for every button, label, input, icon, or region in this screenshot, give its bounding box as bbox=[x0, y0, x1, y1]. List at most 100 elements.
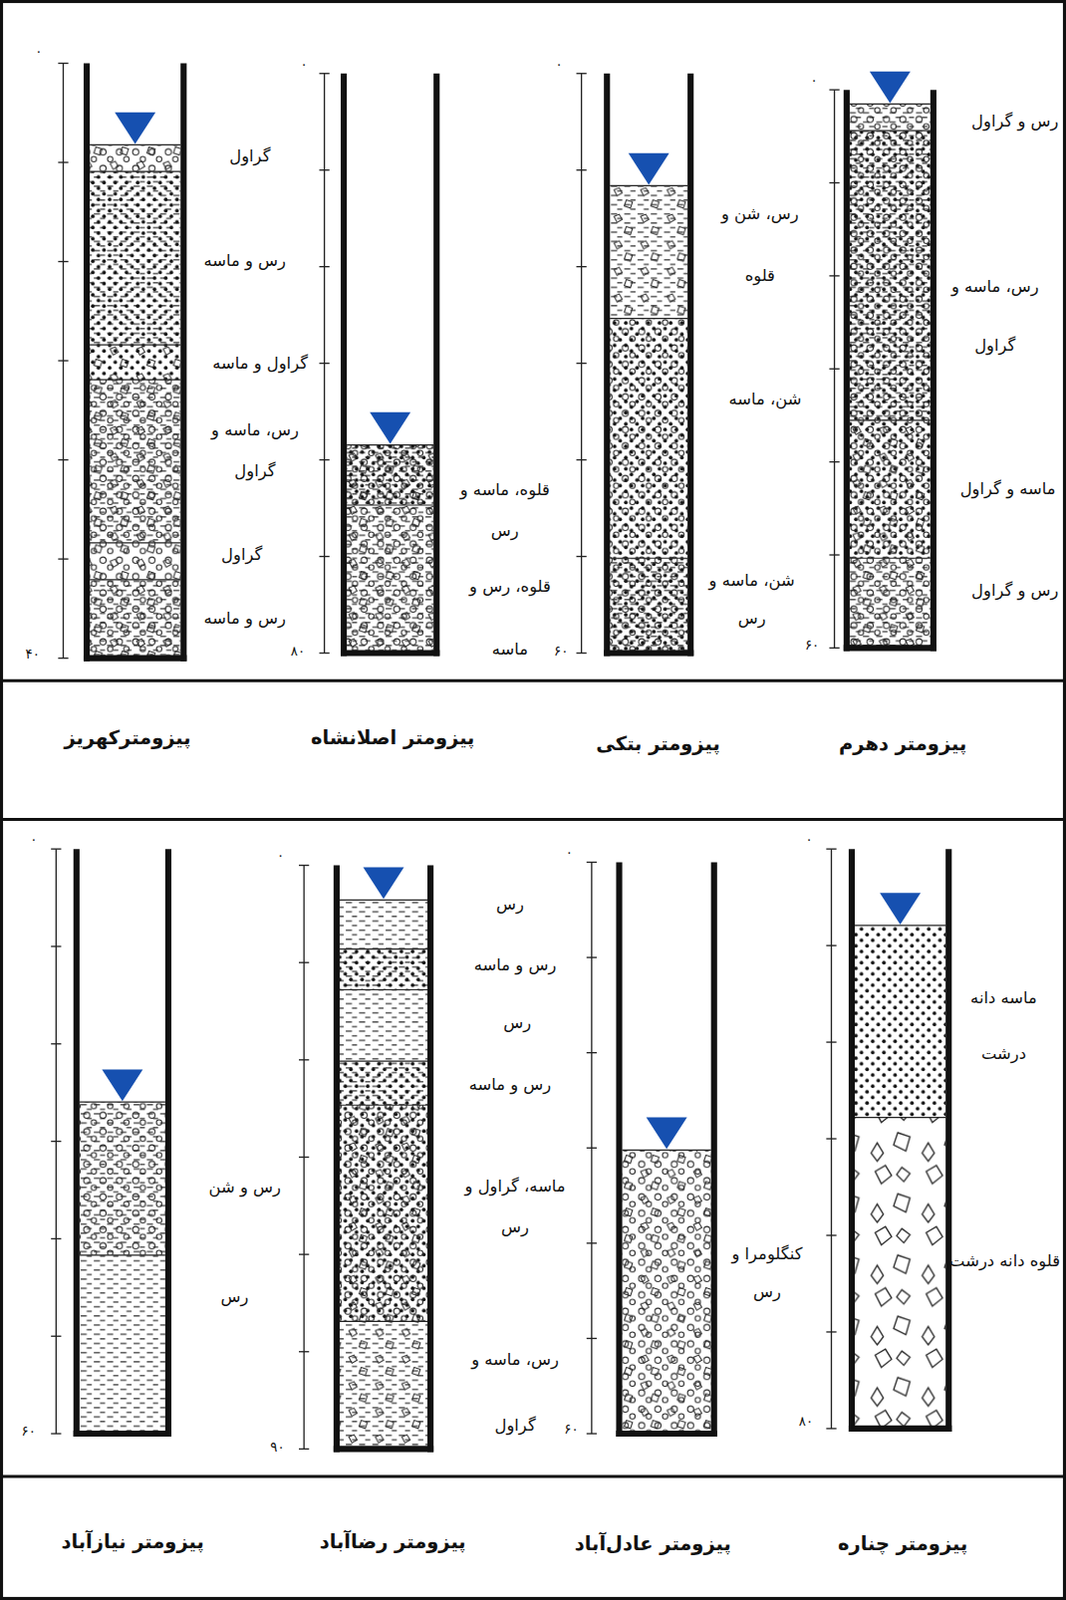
layer-pattern bbox=[849, 420, 931, 558]
layer-pattern bbox=[339, 949, 428, 991]
depth-tick bbox=[586, 1052, 597, 1054]
casing-wall bbox=[165, 848, 172, 1437]
layer-pattern bbox=[89, 144, 181, 172]
lithology-label: رس و ماسه bbox=[203, 607, 286, 627]
layer-boundary bbox=[339, 899, 428, 901]
layer-pattern bbox=[89, 379, 181, 543]
depth-value: ۶۰ bbox=[21, 1422, 36, 1438]
layer-boundary bbox=[89, 578, 181, 580]
layer-pattern bbox=[609, 185, 688, 318]
lithology-label: رس bbox=[221, 1286, 250, 1306]
lithology-label: رس و گراول bbox=[971, 579, 1059, 599]
depth-tick bbox=[576, 652, 587, 654]
layer-pattern bbox=[89, 344, 181, 380]
frame-divider bbox=[0, 1475, 1066, 1479]
depth-value: ۰ bbox=[565, 844, 573, 860]
layer-ground bbox=[346, 445, 434, 506]
depth-tick bbox=[586, 1147, 597, 1149]
layer-pattern bbox=[609, 557, 688, 653]
depth-tick bbox=[828, 553, 839, 555]
layer-ground bbox=[79, 1101, 166, 1256]
layer-boundary bbox=[89, 344, 181, 346]
layer-ground bbox=[339, 1104, 428, 1322]
depth-value: ۹۰ bbox=[269, 1439, 284, 1455]
layer-boundary bbox=[622, 1149, 712, 1151]
layer-boundary bbox=[79, 1101, 166, 1103]
layer-pattern bbox=[849, 557, 931, 648]
depth-tick bbox=[825, 1041, 836, 1043]
depth-value: ۸۰ bbox=[290, 642, 305, 658]
depth-tick bbox=[298, 1253, 309, 1255]
layer-pattern bbox=[89, 344, 181, 380]
depth-tick bbox=[50, 1140, 61, 1142]
layer-ground bbox=[849, 130, 931, 421]
piezometer-caption: پیزومترکهریز bbox=[63, 725, 191, 749]
layer-pattern bbox=[346, 505, 434, 654]
depth-tick bbox=[576, 459, 587, 461]
casing-wall bbox=[73, 848, 80, 1437]
layer-boundary bbox=[89, 144, 181, 146]
layer-boundary bbox=[339, 948, 428, 950]
layer-pattern bbox=[339, 949, 428, 991]
layer-pattern bbox=[339, 1061, 428, 1105]
casing-wall bbox=[340, 73, 347, 657]
layer-pattern bbox=[79, 1101, 166, 1256]
layer-pattern bbox=[849, 420, 931, 558]
piezometer-column bbox=[576, 73, 695, 657]
piezometer-column bbox=[50, 848, 172, 1437]
depth-tick bbox=[576, 555, 587, 557]
depth-tick bbox=[318, 555, 329, 557]
casing-wall bbox=[427, 865, 434, 1453]
layer-pattern bbox=[89, 579, 181, 659]
casing-bottom bbox=[340, 649, 440, 656]
depth-tick bbox=[828, 461, 839, 463]
layer-boundary bbox=[849, 129, 931, 131]
layer-pattern bbox=[339, 899, 428, 949]
lithology-label: قلوه، ماسه و رس bbox=[444, 469, 565, 551]
casing-bottom bbox=[848, 1425, 952, 1432]
depth-tick bbox=[825, 1234, 836, 1236]
layer-ground bbox=[339, 1321, 428, 1449]
piezometer-caption: پیزومتر بتکی bbox=[595, 731, 721, 755]
layer-ground bbox=[89, 579, 181, 659]
lithology-label: ماسه دانه درشت bbox=[946, 969, 1062, 1082]
lithology-label: قلوه، رس و ماسه bbox=[449, 554, 570, 680]
depth-tick bbox=[825, 944, 836, 946]
depth-tick bbox=[318, 169, 329, 171]
layer-pattern bbox=[854, 925, 946, 1118]
layer-boundary bbox=[339, 1321, 428, 1323]
frame-divider bbox=[0, 679, 1066, 683]
piezometer-caption: پیزومتر چناره bbox=[837, 1531, 968, 1555]
layer-pattern bbox=[346, 445, 434, 506]
layer-pattern bbox=[609, 318, 688, 559]
depth-value: ۰ bbox=[555, 55, 563, 71]
depth-tick bbox=[825, 847, 836, 849]
depth-tick bbox=[318, 266, 329, 267]
layer-boundary bbox=[609, 317, 688, 319]
lithology-label: رس و ماسه bbox=[474, 954, 557, 974]
layer-boundary bbox=[346, 504, 434, 506]
depth-tick bbox=[50, 945, 61, 947]
depth-tick bbox=[57, 261, 68, 263]
depth-tick bbox=[576, 266, 587, 267]
layer-pattern bbox=[89, 579, 181, 659]
lithology-label: رس، ماسه و گراول bbox=[189, 410, 321, 493]
piezometer-caption: پیزومتر عادل‌آباد bbox=[574, 1531, 732, 1555]
depth-tick bbox=[57, 657, 68, 659]
layer-pattern bbox=[849, 557, 931, 648]
layer-boundary bbox=[89, 541, 181, 543]
depth-tick bbox=[57, 557, 68, 559]
layer-pattern bbox=[849, 557, 931, 648]
frame-divider bbox=[0, 817, 1066, 821]
piezometer-column bbox=[318, 73, 440, 657]
layer-ground bbox=[89, 344, 181, 380]
depth-value: ۰ bbox=[29, 830, 37, 846]
layer-boundary bbox=[89, 378, 181, 380]
layer-pattern bbox=[339, 990, 428, 1063]
depth-value: ۰ bbox=[804, 830, 812, 846]
depth-tick bbox=[828, 647, 839, 649]
layer-ground bbox=[339, 949, 428, 991]
lithology-label: قلوه دانه درشت bbox=[949, 1250, 1061, 1270]
